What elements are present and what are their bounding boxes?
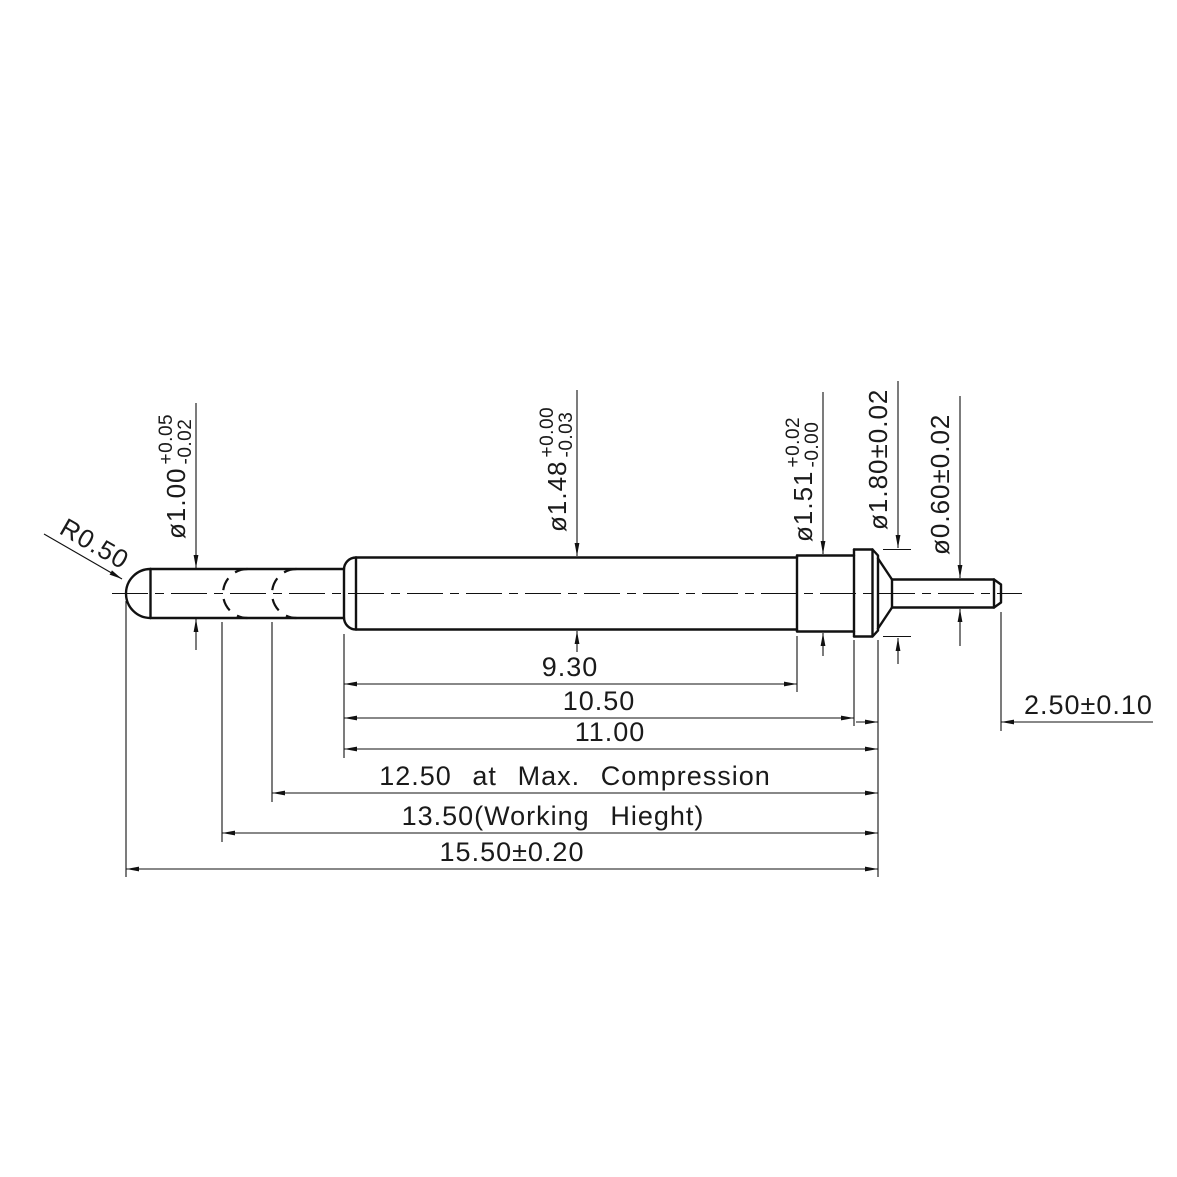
dim-label-9-30: 9.30 [541,652,599,682]
dia-label-tail: ø0.60±0.02 [918,414,962,555]
dim-label-11-00: 11.00 [574,717,646,747]
tolerance-lower: -0.02 [175,418,196,465]
tolerance-upper: +0.02 [783,416,804,468]
tolerance-stack: +0.05 -0.02 [156,413,196,465]
extension-lines [125,548,1002,877]
tolerance-stack: +0.02 -0.00 [783,416,823,468]
tolerance-upper: +0.00 [537,406,558,458]
dim-label-10-50: 10.50 [562,686,636,716]
dim-label-max-compression: 12.50 at Max. Compression [379,761,771,791]
dia-label-flange: ø1.80±0.02 [856,389,900,530]
pin-outline [124,548,1003,638]
dia-value: ø1.48 [541,460,572,533]
tolerance-lower: -0.03 [556,411,577,458]
dim-label-working-height: 13.50(Working Hieght) [401,801,705,831]
dim-label-total-length: 15.50±0.20 [439,837,585,867]
dia-label-barrel: ø1.48 +0.00 -0.03 [535,407,579,532]
tolerance-upper: +0.05 [156,413,177,465]
tolerance-stack: +0.00 -0.03 [537,406,577,458]
radius-leader [43,533,123,580]
dim-label-tail-length: 2.50±0.10 [1024,690,1153,720]
dia-value: ø1.80±0.02 [862,388,893,530]
dia-label-plunger: ø1.00 +0.05 -0.02 [154,414,198,539]
dimension-lines [126,681,1153,872]
diameter-arrows [193,381,963,664]
dia-value: ø1.00 [160,467,191,540]
dia-value: ø0.60±0.02 [924,413,955,555]
tolerance-lower: -0.00 [802,421,823,468]
dia-label-step: ø1.51 +0.02 -0.00 [781,417,825,542]
dia-value: ø1.51 [787,470,818,543]
tip-position-arcs [221,567,297,620]
